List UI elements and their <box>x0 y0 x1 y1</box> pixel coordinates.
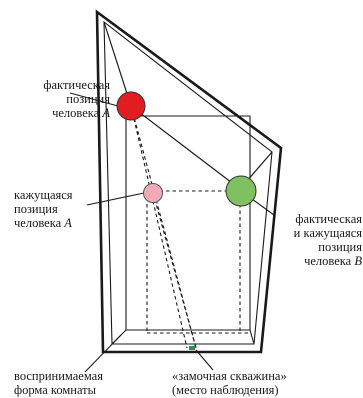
sight-line-a <box>103 21 132 107</box>
label-b-var: B <box>354 254 362 268</box>
perceived-room-back-wall <box>125 115 251 330</box>
dash-a-to-keyhole-1 <box>130 105 197 349</box>
person-b-marker <box>225 175 257 207</box>
label-perceived-room: воспринимаемая форма комнаты <box>14 369 134 397</box>
label-actual-a-var: A <box>102 106 110 120</box>
room-outer-wall <box>95 9 283 354</box>
label-keyhole-line1: «замочная скважина» <box>172 369 287 383</box>
perceived-room-floor <box>111 329 255 345</box>
leader-apparent-a <box>86 192 145 206</box>
label-b-line2: и кажущаяся <box>293 226 362 240</box>
keyhole-marker <box>189 346 195 350</box>
label-apparent-a-var: A <box>64 216 72 230</box>
label-person-b: фактическая и кажущаяся позиция человека… <box>270 212 362 268</box>
dash-apparent-to-keyhole <box>152 192 197 349</box>
label-actual-a-line1: фактическая <box>43 78 110 92</box>
sight-line-a-b <box>130 105 241 190</box>
label-keyhole: «замочная скважина» (место наблюдения) <box>172 369 322 397</box>
label-apparent-a-line2: позиция <box>14 202 58 216</box>
leader-actual-a <box>69 92 119 107</box>
label-b-line4: человека B <box>304 254 362 268</box>
label-b-line1: фактическая <box>295 212 362 226</box>
label-actual-a-line2: позиция <box>66 92 110 106</box>
actual-person-a-marker <box>116 91 146 121</box>
label-b-line3: позиция <box>318 240 362 254</box>
label-apparent-a-line1: кажущаяся <box>14 188 73 202</box>
label-actual-person-a: фактическая позиция человека A <box>8 78 110 120</box>
label-apparent-a-line3: человека A <box>14 216 72 230</box>
label-perceived-line1: воспринимаемая <box>14 369 103 383</box>
label-keyhole-line2: (место наблюдения) <box>172 383 279 397</box>
label-apparent-person-a: кажущаяся позиция человека A <box>14 188 114 230</box>
leader-keyhole <box>195 349 214 371</box>
dash-a-to-keyhole-2 <box>130 105 188 349</box>
leader-perceived-room <box>84 334 122 373</box>
label-perceived-line2: форма комнаты <box>14 383 97 397</box>
label-actual-a-line3: человека A <box>52 106 110 120</box>
apparent-person-a-marker <box>143 183 163 203</box>
